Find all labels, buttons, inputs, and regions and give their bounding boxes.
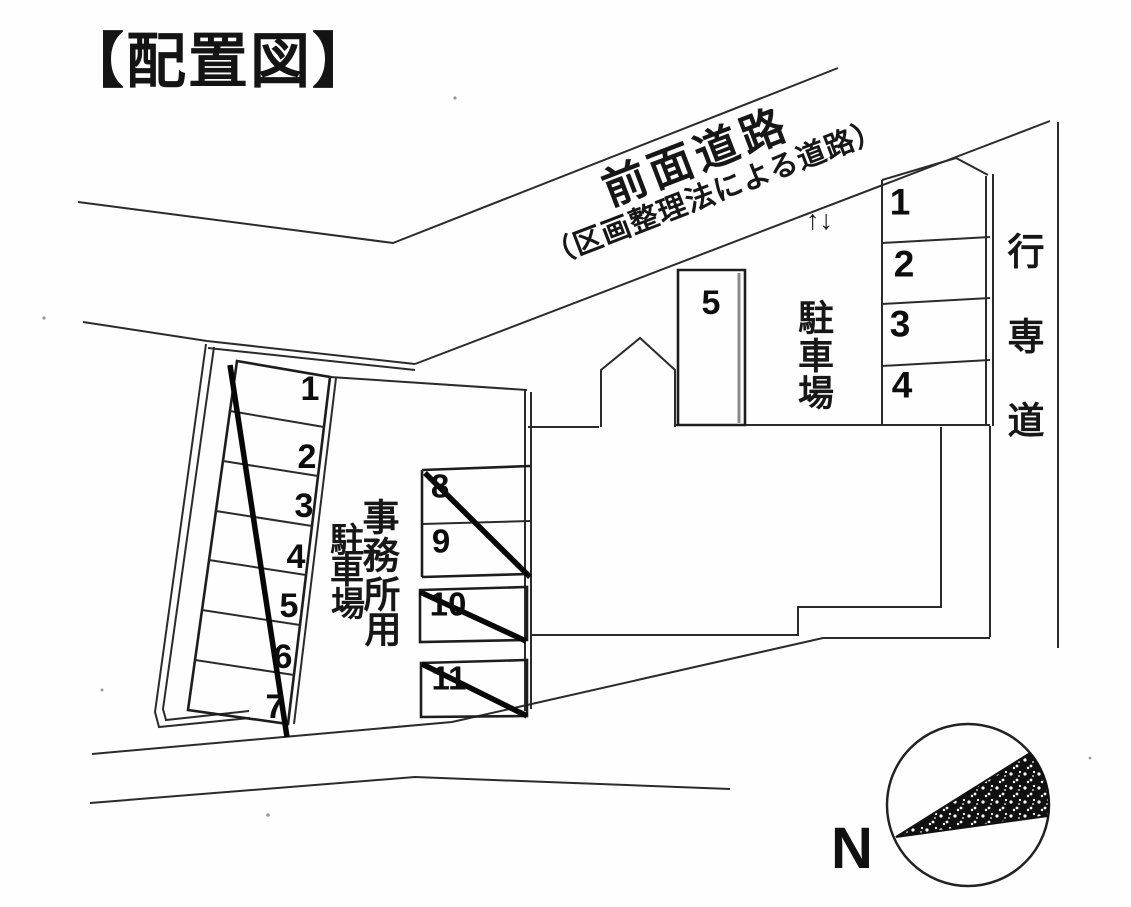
page-title: 【配置図】 bbox=[64, 28, 374, 95]
label-char: 車 bbox=[330, 553, 364, 591]
west-fence-inner bbox=[161, 346, 250, 722]
northeast-fence-inner bbox=[207, 347, 416, 371]
space-number: 3 bbox=[890, 304, 911, 345]
north-column-peak bbox=[881, 156, 989, 181]
box10-outline bbox=[418, 585, 529, 644]
strike-line-west-column bbox=[227, 364, 290, 738]
north-column-dividers bbox=[881, 236, 991, 367]
inner-yard-top-edge bbox=[329, 376, 528, 391]
west-fence-outer bbox=[153, 343, 251, 729]
space-number: 4 bbox=[892, 365, 913, 406]
space-number: 5 bbox=[280, 587, 299, 625]
space-number: 6 bbox=[274, 638, 293, 676]
south-road-lower-edge bbox=[89, 775, 731, 804]
road-direction-arrows: ↑↓ bbox=[806, 205, 833, 235]
space-number: 2 bbox=[894, 244, 915, 285]
building-south-east-walls bbox=[531, 427, 942, 636]
space-number: 1 bbox=[890, 182, 911, 223]
space-number: 3 bbox=[295, 487, 314, 525]
label-char: 専 bbox=[1008, 317, 1045, 358]
office-parking-label: 事 務 所 用 駐 車 場 bbox=[330, 498, 402, 651]
strike-line-11 bbox=[420, 661, 529, 719]
west-column-right-double bbox=[293, 377, 337, 725]
west-parking-column: 1 2 3 4 5 6 7 bbox=[186, 359, 528, 738]
label-char: 用 bbox=[365, 610, 402, 651]
space-number: 9 bbox=[432, 523, 450, 560]
space-number: 8 bbox=[431, 468, 449, 505]
northeast-fence-outer bbox=[206, 340, 416, 365]
box8-top bbox=[421, 464, 531, 472]
label-char: 場 bbox=[331, 586, 365, 624]
space5-box: 5 bbox=[676, 268, 747, 427]
label-char: 車 bbox=[798, 336, 834, 377]
west-column-dividers bbox=[194, 410, 325, 676]
building-gable bbox=[600, 336, 676, 427]
space-number: 4 bbox=[287, 538, 306, 576]
north-parking-column: 1 2 3 4 bbox=[881, 156, 994, 426]
middle-parking-boxes: 8 9 10 11 bbox=[418, 464, 532, 719]
north-parking-label: 駐 車 場 bbox=[798, 298, 834, 414]
space-number: 5 bbox=[702, 284, 721, 322]
box9-bottom bbox=[421, 572, 531, 579]
space-number: 7 bbox=[266, 688, 285, 726]
compass-rose: N bbox=[831, 722, 1051, 888]
south-boundary bbox=[91, 637, 990, 755]
label-char: 行 bbox=[1008, 232, 1045, 273]
space-number: 10 bbox=[430, 586, 467, 623]
label-char: 所 bbox=[364, 575, 401, 616]
label-char: 場 bbox=[798, 373, 834, 414]
right-road-label: 行 専 道 bbox=[1008, 232, 1045, 442]
space5-outline bbox=[676, 268, 747, 427]
label-char: 事 bbox=[363, 498, 400, 539]
front-road-upper-edge bbox=[77, 67, 839, 245]
strike-line-10 bbox=[418, 589, 528, 644]
space-number: 1 bbox=[301, 370, 320, 408]
compass-north-letter: N bbox=[831, 816, 873, 881]
front-road-lower-edge-left bbox=[82, 321, 208, 342]
site-boundary bbox=[89, 340, 991, 804]
label-char: 務 bbox=[363, 536, 401, 577]
scan-noise-dots bbox=[42, 96, 1092, 817]
center-fence bbox=[524, 390, 532, 711]
space-number: 2 bbox=[298, 438, 317, 476]
front-road-label-group: 前面道路 （区画整理法による道路） ↑↓ bbox=[541, 99, 888, 272]
label-char: 駐 bbox=[330, 522, 364, 560]
compass-north-wedge bbox=[895, 751, 1050, 838]
building-outline bbox=[528, 336, 990, 636]
label-char: 道 bbox=[1008, 401, 1045, 442]
label-char: 駐 bbox=[798, 298, 834, 339]
space-number: 11 bbox=[432, 660, 467, 697]
west-column-outline bbox=[186, 359, 332, 726]
strike-line-8-9 bbox=[423, 471, 532, 579]
